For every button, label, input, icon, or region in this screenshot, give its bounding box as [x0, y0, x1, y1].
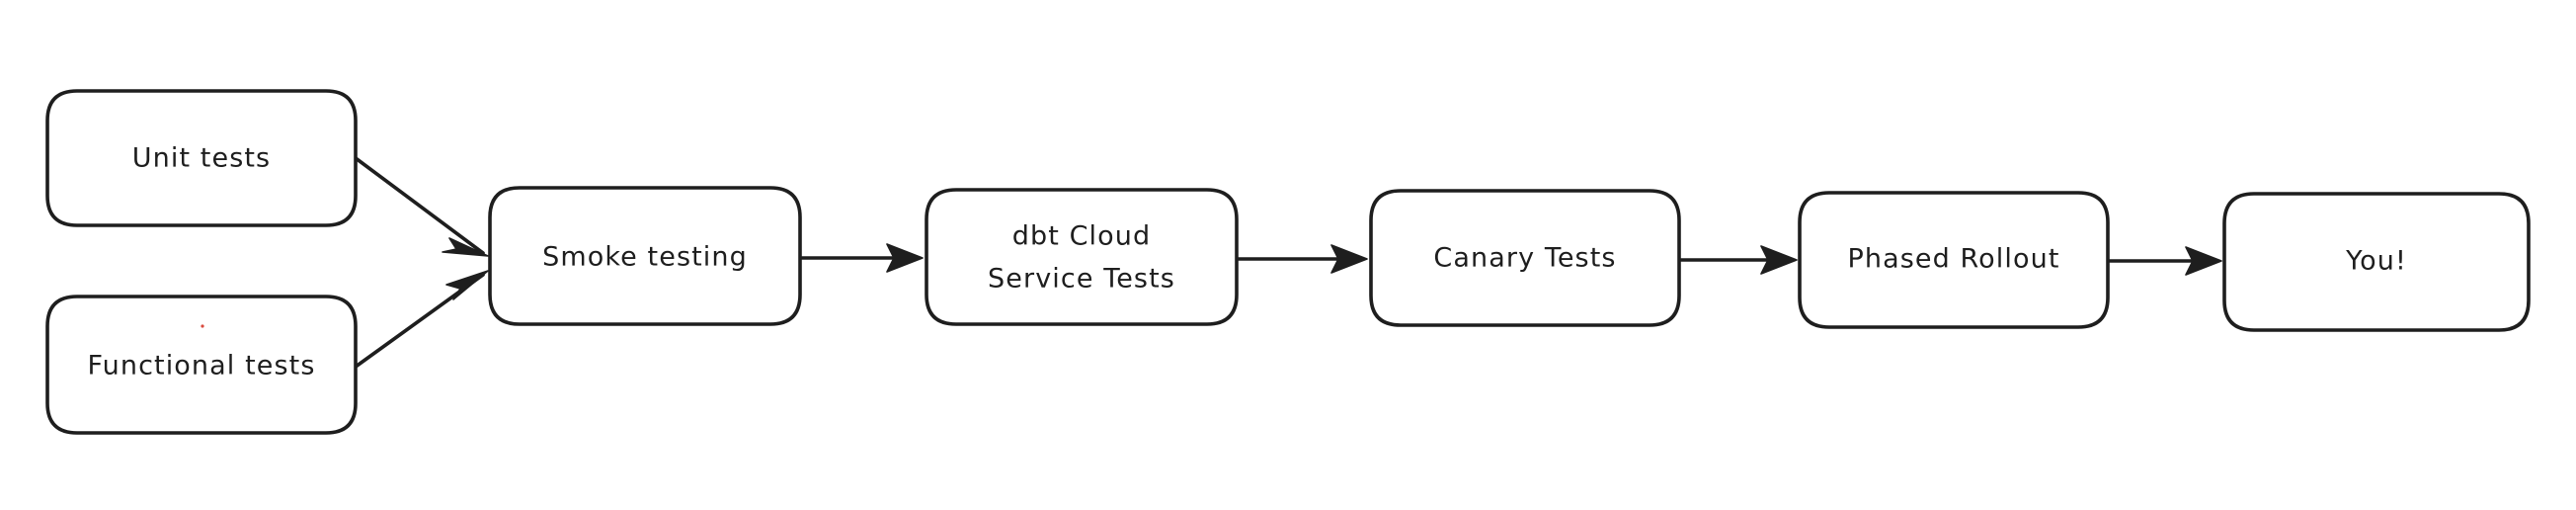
node-phased-rollout-label: Phased Rollout — [1847, 244, 2059, 275]
node-canary-tests[interactable]: Canary Tests — [1369, 189, 1681, 327]
edge-unit-to-smoke-line — [354, 156, 485, 255]
node-dbt-cloud-service-tests-box — [925, 188, 1239, 326]
edge-dbt-to-canary-arrowhead — [1330, 244, 1368, 274]
node-phased-rollout[interactable]: Phased Rollout — [1798, 191, 2110, 329]
node-dbt-cloud-label-line1: dbt Cloud — [1012, 221, 1151, 252]
node-smoke-testing[interactable]: Smoke testing — [488, 186, 802, 326]
node-you[interactable]: You! — [2222, 192, 2531, 332]
edge-dbt-to-canary[interactable] — [1237, 244, 1368, 274]
edge-phased-to-you[interactable] — [2108, 246, 2222, 276]
node-you-box — [2222, 192, 2531, 332]
edge-functional-to-smoke-arrowhead — [445, 270, 489, 300]
node-functional-tests-box — [45, 295, 358, 435]
edge-smoke-to-dbt-arrowhead — [886, 243, 924, 273]
edge-canary-to-phased[interactable] — [1679, 245, 1798, 275]
node-phased-rollout-box — [1798, 191, 2110, 329]
node-canary-tests-box — [1369, 189, 1681, 327]
node-functional-tests[interactable]: Functional tests — [45, 295, 358, 435]
node-unit-tests-label: Unit tests — [132, 143, 271, 174]
node-dbt-cloud-service-tests[interactable]: dbt Cloud Service Tests — [925, 188, 1239, 326]
edge-unit-to-smoke-arrowhead — [442, 237, 489, 257]
edge-canary-to-phased-arrowhead — [1760, 245, 1798, 275]
node-dbt-cloud-label-line2: Service Tests — [988, 264, 1175, 295]
node-functional-tests-label: Functional tests — [88, 351, 316, 382]
node-unit-tests[interactable]: Unit tests — [45, 89, 358, 227]
node-smoke-testing-label: Smoke testing — [542, 242, 748, 273]
node-unit-tests-box — [45, 89, 358, 227]
node-smoke-testing-box — [488, 186, 802, 326]
ink-speck — [201, 324, 204, 328]
node-canary-tests-label: Canary Tests — [1433, 243, 1616, 274]
edge-unit-to-smoke[interactable] — [354, 156, 489, 257]
edge-functional-to-smoke[interactable] — [354, 270, 489, 369]
node-you-label: You! — [2345, 246, 2407, 277]
edge-smoke-to-dbt[interactable] — [800, 243, 924, 273]
edge-phased-to-you-arrowhead — [2185, 246, 2222, 276]
